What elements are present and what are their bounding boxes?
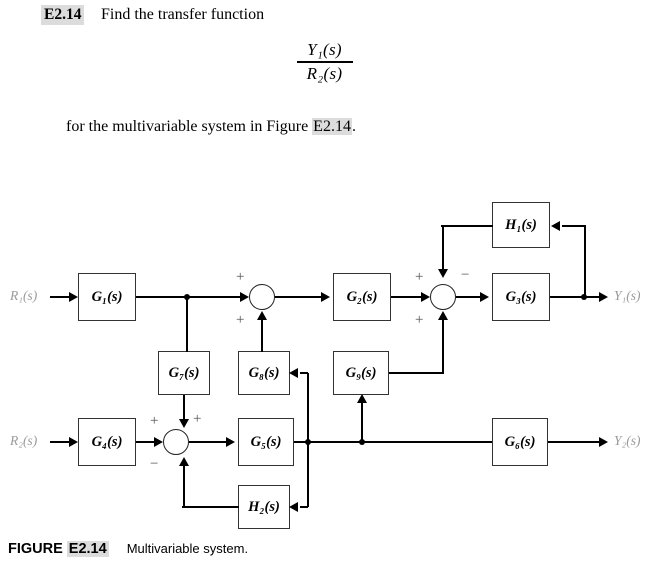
block-g3: G₃(s) xyxy=(492,273,550,321)
fraction-numerator: Y₁(s) xyxy=(307,40,342,59)
block-h2: H₂(s) xyxy=(238,485,290,529)
arrow-into-sum3-bottom xyxy=(178,457,189,466)
sign-sum3-top: + xyxy=(193,411,202,427)
arrow-into-sum1-left xyxy=(240,291,249,302)
arrow-into-g5 xyxy=(226,436,235,447)
block-h1: H₁(s) xyxy=(492,202,550,248)
figure-reference: E2.14 xyxy=(312,118,352,135)
sign-sum2-left: + xyxy=(415,269,424,285)
arrow-y2-output xyxy=(599,436,608,447)
problem-line-1: Find the transfer function xyxy=(101,6,265,23)
arrow-into-g1 xyxy=(69,291,78,302)
node-g5-branch-g9 xyxy=(359,439,365,445)
arrow-into-g8 xyxy=(289,367,298,378)
block-g8: G₈(s) xyxy=(238,351,290,395)
sign-sum3-bottom: − xyxy=(150,456,159,472)
arrow-into-sum3-left xyxy=(154,436,163,447)
arrow-into-g3 xyxy=(480,291,489,302)
block-g6: G₆(s) xyxy=(492,418,548,466)
problem-statement: E2.14 Find the transfer function Y₁(s) R… xyxy=(0,0,649,160)
wire-sum3-to-g5 xyxy=(189,440,227,444)
sign-sum2-bottom: + xyxy=(415,312,424,328)
caption-number: E2.14 xyxy=(66,541,109,557)
fraction-bar xyxy=(296,61,353,63)
wire-g5-branch-riser xyxy=(306,373,310,507)
arrow-y1-output xyxy=(599,291,608,302)
block-g1: G₁(s) xyxy=(78,273,136,321)
wire-g2-to-sum2 xyxy=(391,295,423,299)
arrow-into-sum3-top xyxy=(178,419,189,428)
wire-h2-to-sum3-vertical xyxy=(182,465,186,507)
arrow-into-g2 xyxy=(321,291,330,302)
signal-label-r2: R₂(s) xyxy=(10,433,38,448)
arrow-into-sum2-top xyxy=(437,269,448,278)
sign-sum1-bottom: + xyxy=(236,312,245,328)
wire-g9-to-sum2-vertical xyxy=(441,318,445,373)
arrow-into-h2 xyxy=(289,501,298,512)
wire-g5-to-g9-vertical xyxy=(360,402,364,442)
arrow-into-g9 xyxy=(356,394,367,403)
wire-g3-to-y1 xyxy=(550,295,605,299)
arrow-into-sum2-bottom xyxy=(437,311,448,320)
block-g5: G₅(s) xyxy=(238,418,294,466)
wire-sum2-to-g3 xyxy=(456,295,482,299)
wire-riser-to-h2 xyxy=(300,505,308,509)
wire-g1-branch-to-g7 xyxy=(185,296,189,352)
arrow-into-sum2-left xyxy=(421,291,430,302)
wire-h1-to-sum2-horizontal xyxy=(441,224,493,228)
figure-caption: FIGURE E2.14 Multivariable system. xyxy=(8,540,648,558)
transfer-function-fraction: Y₁(s) R₂(s) xyxy=(0,40,649,84)
block-g2: G₂(s) xyxy=(333,273,391,321)
signal-label-r1: R₁(s) xyxy=(10,288,38,303)
problem-line-2-after: . xyxy=(351,118,356,135)
wire-g7-to-sum3 xyxy=(182,395,186,421)
block-g9: G₉(s) xyxy=(333,351,389,395)
block-g7: G₇(s) xyxy=(158,351,210,395)
wire-g8-to-sum1 xyxy=(260,318,264,352)
wire-h1-to-sum2-vertical xyxy=(441,225,445,271)
summing-junction-3 xyxy=(163,429,189,455)
sign-sum3-left: + xyxy=(150,413,159,429)
exercise-number: E2.14 xyxy=(41,5,85,25)
wire-riser-to-g8 xyxy=(300,371,308,375)
wire-g9-to-sum2-horizontal xyxy=(389,371,444,375)
wire-h2-to-sum3-horizontal xyxy=(182,505,239,509)
signal-label-y1: Y₁(s) xyxy=(614,288,641,303)
arrow-into-h1 xyxy=(551,220,560,231)
problem-line-2: for the multivariable system in Figure E… xyxy=(66,118,356,136)
wire-g6-to-y2 xyxy=(548,440,605,444)
wire-sum1-to-g2 xyxy=(275,295,322,299)
wire-y1node-to-h1-horizontal xyxy=(562,224,586,228)
arrow-into-g4 xyxy=(69,436,78,447)
sign-sum2-top: − xyxy=(461,267,470,283)
sign-sum1-left: + xyxy=(236,269,245,285)
arrow-into-sum1-bottom xyxy=(256,311,267,320)
caption-label: FIGURE xyxy=(8,541,63,557)
fraction-denominator: R₂(s) xyxy=(306,63,343,83)
wire-g4-to-sum3 xyxy=(136,440,156,444)
summing-junction-1 xyxy=(249,284,275,310)
summing-junction-2 xyxy=(430,284,456,310)
wire-r1-to-g1 xyxy=(50,295,71,299)
signal-label-y2: Y₂(s) xyxy=(614,433,641,448)
node-y1-branch xyxy=(581,294,587,300)
wire-r2-to-g4 xyxy=(50,440,71,444)
block-g4: G₄(s) xyxy=(78,418,136,466)
wire-g5-output-bus xyxy=(294,440,492,444)
problem-line-2-before: for the multivariable system in Figure xyxy=(66,118,313,135)
wire-y1node-to-h1-vertical xyxy=(583,225,587,296)
caption-text: Multivariable system. xyxy=(126,541,249,556)
